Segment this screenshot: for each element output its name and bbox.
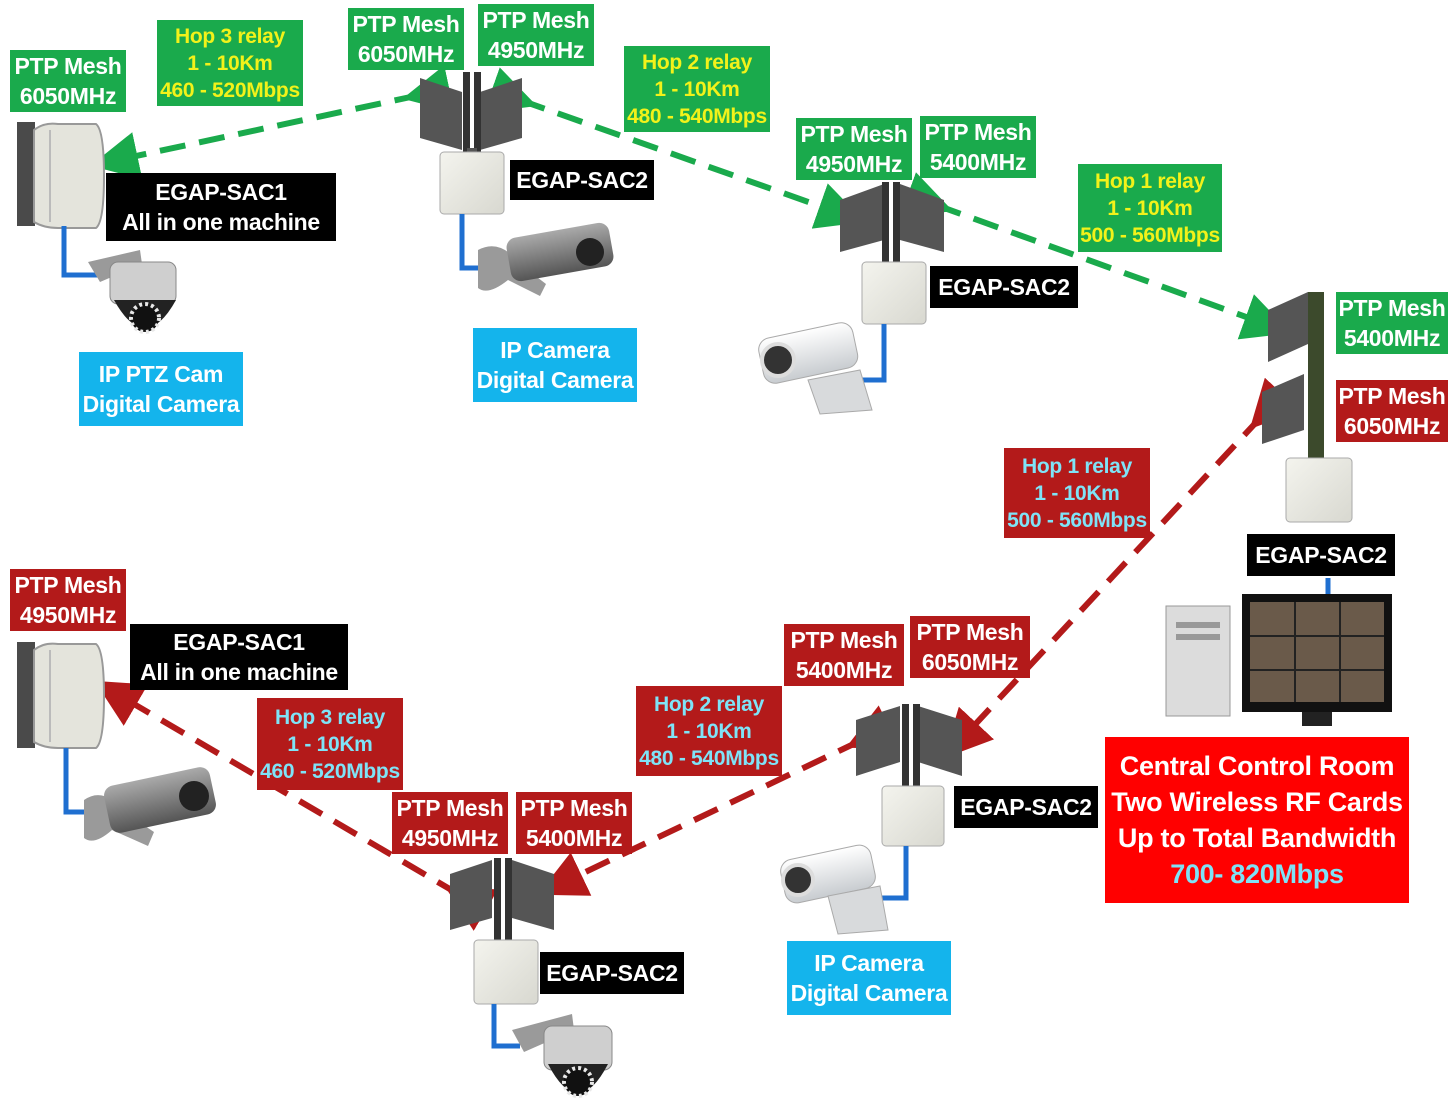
red-link-hop2	[537, 705, 900, 896]
bullet-camera-icon	[478, 222, 614, 296]
cable	[61, 226, 100, 278]
green-link-hop2	[483, 67, 865, 229]
sector-antenna-icon	[420, 72, 522, 160]
sector-antenna-icon	[840, 182, 944, 268]
ptz-camera-icon	[88, 250, 177, 334]
cable	[880, 846, 909, 901]
cable	[860, 324, 887, 383]
computer-monitor-icon	[1165, 594, 1392, 726]
green-link-hop3	[90, 65, 455, 180]
radio-box-icon	[473, 939, 539, 1005]
radio-box-icon	[1285, 457, 1353, 523]
radio-box-icon	[881, 785, 945, 847]
sector-antenna-icon	[17, 122, 106, 229]
red-link-hop3	[94, 680, 499, 931]
sector-antenna-icon	[17, 642, 106, 749]
total-bandwidth-value: 700- 820Mbps	[1170, 859, 1344, 889]
device-name-label: EGAP-SAC2	[510, 160, 654, 200]
box-camera-icon	[758, 322, 873, 415]
radio-box-icon	[861, 261, 927, 325]
control-room-label: Central Control Room Two Wireless RF Car…	[1105, 737, 1409, 903]
cable	[491, 1004, 520, 1049]
device-name-label: EGAP-SAC2	[540, 952, 684, 994]
device-name-label: EGAP-SAC2	[954, 786, 1098, 828]
device-name-label: EGAP-SAC2	[930, 266, 1078, 308]
sector-antenna-icon	[1262, 292, 1324, 458]
cable	[63, 748, 92, 815]
box-camera-icon	[780, 844, 889, 935]
bullet-camera-icon	[84, 767, 216, 846]
green-link-hop1	[899, 172, 1291, 340]
ptz-camera-icon	[512, 1014, 613, 1098]
radio-box-icon	[439, 151, 505, 215]
red-link-hop1	[943, 377, 1301, 759]
sector-antenna-icon	[450, 858, 554, 944]
device-name-label: EGAP-SAC2	[1247, 534, 1395, 576]
sector-antenna-icon	[856, 704, 962, 790]
